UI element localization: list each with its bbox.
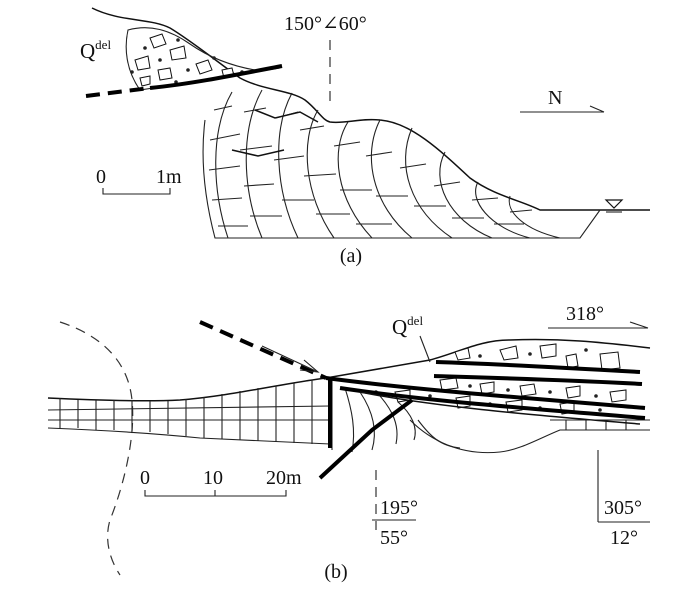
panel-b-scale-end: 20m bbox=[266, 467, 302, 489]
panel-b-attitude-1: 195° 55° bbox=[372, 470, 418, 549]
panel-a-scale-bar: 0 1m bbox=[96, 166, 182, 195]
water-level-icon bbox=[604, 199, 624, 213]
panel-a-caption: (a) bbox=[340, 245, 362, 267]
panel-b-scale-mid: 10 bbox=[203, 467, 223, 489]
panel-b-caption: (b) bbox=[324, 561, 347, 583]
panel-a-scale-start: 0 bbox=[96, 166, 106, 188]
panel-a-slip-surface bbox=[149, 64, 283, 90]
panel-b-ground-profile bbox=[47, 338, 651, 402]
panel-b-deposit-leader bbox=[419, 335, 431, 363]
panel-b-attitude-1-top: 195° bbox=[380, 497, 418, 519]
panel-b-direction-arrow-icon bbox=[548, 321, 649, 329]
panel-b-slip-planes bbox=[199, 320, 646, 480]
panel-b-scale-bar: 0 10 20m bbox=[140, 467, 302, 497]
panel-a-attitude-label: 150°∠60° bbox=[284, 13, 367, 35]
panel-b-deluvium-deposit bbox=[374, 343, 627, 415]
panel-b-attitude-2-top: 305° bbox=[604, 497, 642, 519]
panel-b-old-boundary bbox=[59, 321, 134, 576]
panel-b-base-line bbox=[47, 419, 650, 454]
panel-a: Qdel 150°∠60° N 0 1m (a) bbox=[80, 7, 650, 267]
panel-b-attitude-1-bottom: 55° bbox=[380, 527, 408, 549]
panel-a-ground-profile bbox=[91, 7, 650, 211]
panel-b-bedrock-left bbox=[47, 380, 331, 444]
panel-a-slip-surface-projected bbox=[85, 86, 151, 98]
panel-b-attitude-2: 305° 12° bbox=[597, 450, 650, 549]
panel-a-slope-base bbox=[202, 119, 601, 239]
panel-a-deposit-label: Qdel bbox=[80, 37, 111, 63]
panel-a-bedding-lines bbox=[215, 89, 561, 239]
panel-b-attitude-2-bottom: 12° bbox=[610, 527, 638, 549]
panel-b: Qdel 318° 195° 55° 305° 12° 0 10 bbox=[47, 303, 651, 583]
panel-a-scale-end: 1m bbox=[156, 166, 182, 188]
panel-a-north-label: N bbox=[548, 87, 562, 109]
panel-b-direction-label: 318° bbox=[566, 303, 604, 325]
panel-b-deposit-label: Qdel bbox=[392, 313, 423, 339]
panel-a-cross-joints bbox=[208, 105, 533, 227]
north-arrow-icon bbox=[520, 105, 605, 113]
panel-a-tension-cracks bbox=[231, 109, 319, 157]
panel-b-scale-start: 0 bbox=[140, 467, 150, 489]
panel-b-movement-arrow-icon bbox=[261, 345, 320, 373]
